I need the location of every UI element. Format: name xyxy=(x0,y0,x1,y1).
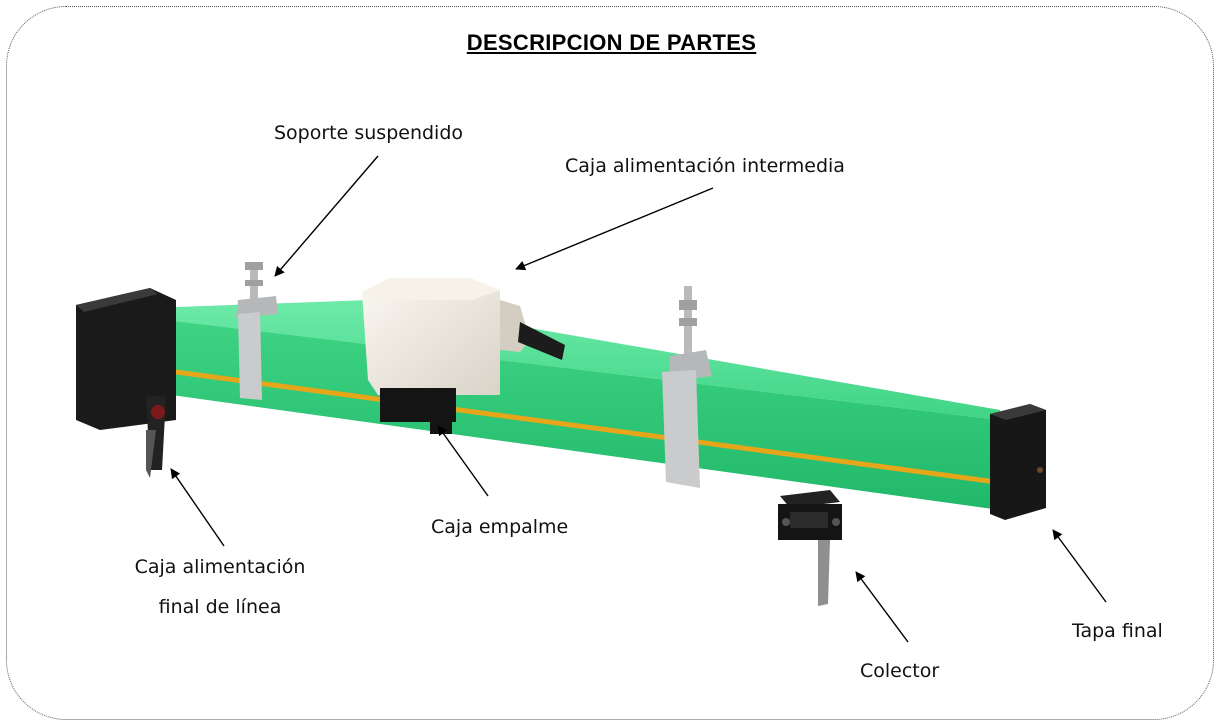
label-colector: Colector xyxy=(860,660,940,682)
arrow-tapa-final xyxy=(1052,529,1107,603)
intermediate-feed-box xyxy=(362,278,565,434)
label-caja-alimentacion-intermedia: Caja alimentación intermedia xyxy=(565,155,845,177)
arrow-colector xyxy=(855,571,909,643)
arrow-caja-intermedia xyxy=(515,187,714,271)
label-caja-alimentacion-final-2: final de línea xyxy=(158,596,282,618)
arrow-caja-final xyxy=(170,468,225,547)
rail-top-face xyxy=(150,300,1000,420)
arrow-caja-empalme xyxy=(437,425,489,497)
end-feed-box xyxy=(76,288,176,478)
hanger-clamp-right xyxy=(662,286,712,488)
label-tapa-final: Tapa final xyxy=(1072,620,1163,642)
label-caja-empalme: Caja empalme xyxy=(431,516,569,538)
diagram-frame xyxy=(6,6,1214,720)
diagram-title: DESCRIPCION DE PARTES xyxy=(466,30,757,55)
end-cap xyxy=(990,404,1046,520)
hanger-clamp-left xyxy=(236,262,278,400)
label-soporte-suspendido: Soporte suspendido xyxy=(274,122,464,144)
rail-stripe xyxy=(150,366,1000,485)
arrow-soporte xyxy=(274,155,379,277)
collector xyxy=(778,490,842,606)
rail-front-face xyxy=(150,318,1000,510)
label-caja-alimentacion-final-1: Caja alimentación xyxy=(134,556,306,578)
